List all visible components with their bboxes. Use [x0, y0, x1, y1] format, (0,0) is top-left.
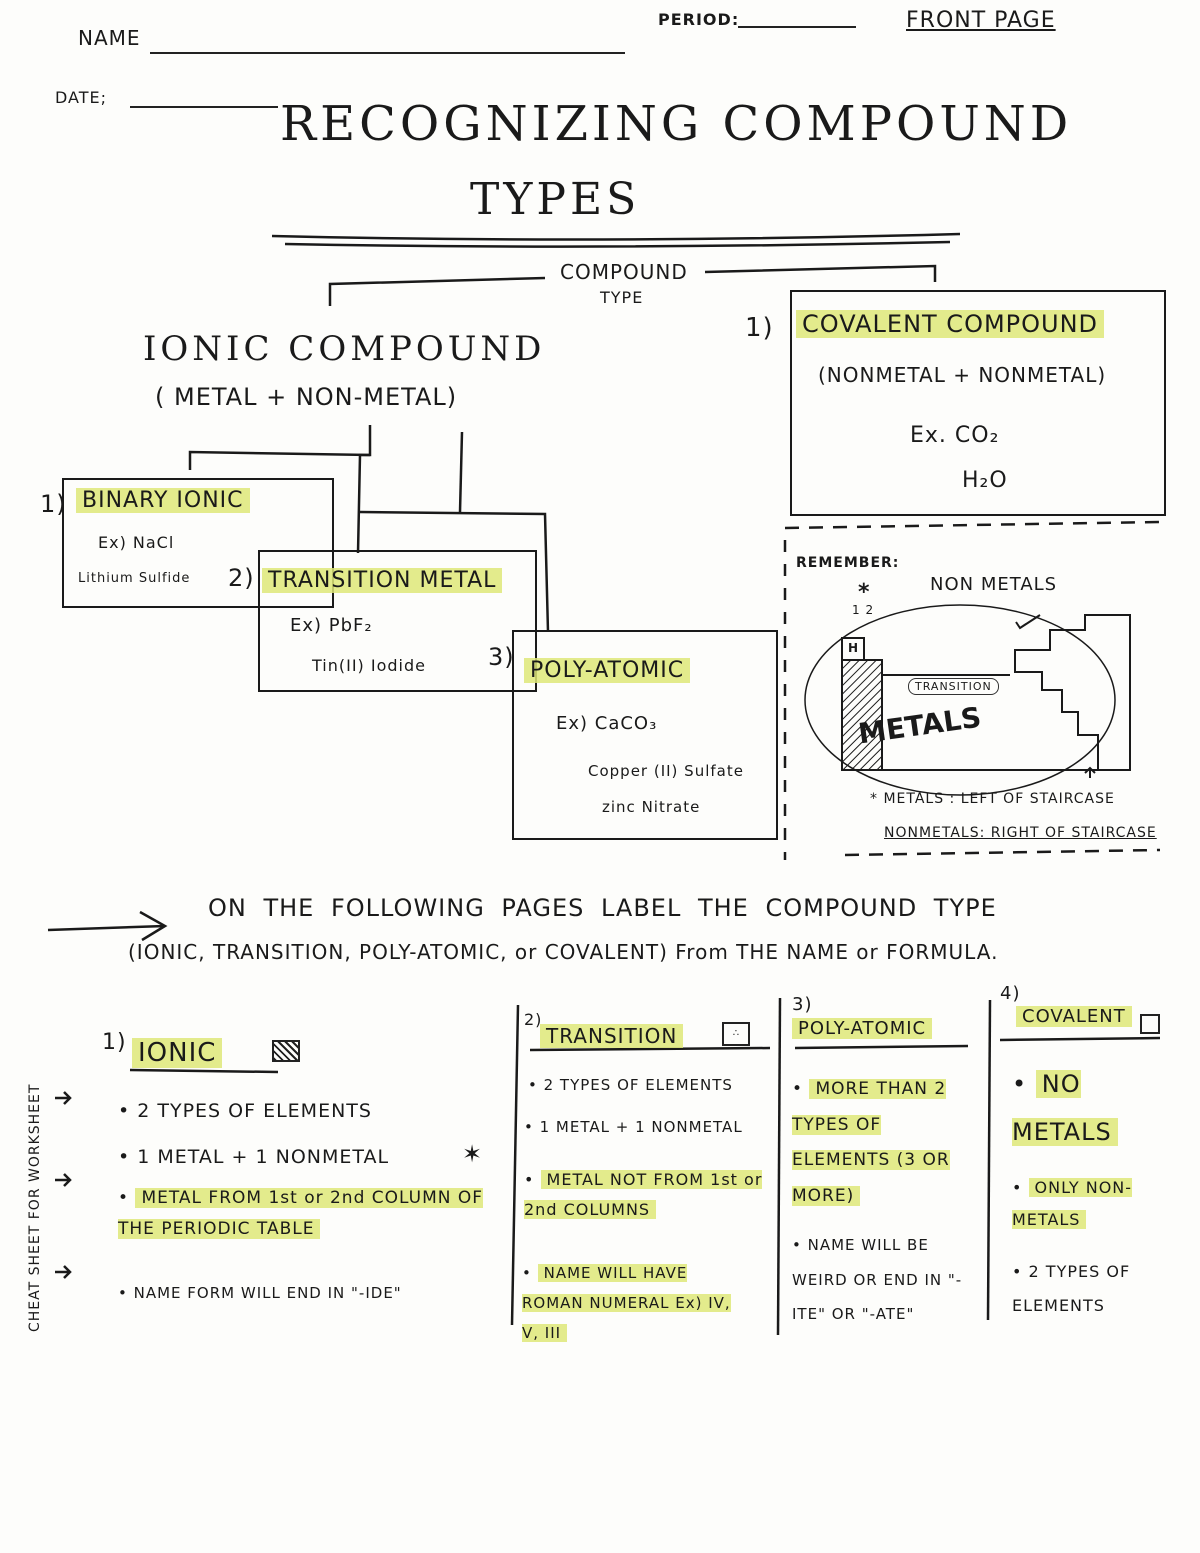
binary-ionic-title: BINARY IONIC — [76, 488, 250, 513]
date-line[interactable] — [130, 106, 278, 108]
compound-type-root: COMPOUND — [560, 260, 688, 284]
col4-title: COVALENT — [1016, 1006, 1132, 1027]
col4-bullet2: • ONLY NON-METALS — [1012, 1178, 1133, 1229]
date-label: DATE; — [55, 88, 108, 107]
ionic-compound-sub: ( METAL + NON-METAL) — [155, 383, 458, 411]
dotted-box-icon: ∴ — [722, 1022, 750, 1046]
instructions-line1: ON THE FOLLOWING PAGES LABEL THE COMPOUN… — [208, 894, 997, 922]
front-page-label: FRONT PAGE — [906, 8, 1056, 33]
hatched-box-icon — [272, 1040, 300, 1062]
col1-bullet3: • METAL FROM 1st or 2nd COLUMN OF THE PE… — [118, 1188, 484, 1239]
col4-bullet3: • 2 TYPES OF ELEMENTS — [1012, 1262, 1131, 1315]
col3-num: 3) — [792, 994, 813, 1015]
col3-title: POLY-ATOMIC — [792, 1018, 933, 1039]
remember-label: REMEMBER: — [796, 555, 900, 571]
transition-ex1: Ex) PbF₂ — [290, 615, 373, 636]
col2-title: TRANSITION — [540, 1024, 684, 1048]
periodic-table-sketch — [804, 604, 1131, 796]
poly-ex1: Ex) CaCO₃ — [556, 713, 658, 734]
col2-bullet4: • NAME WILL HAVE ROMAN NUMERAL Ex) IV, V… — [522, 1264, 731, 1342]
page-title-line2: TYPES — [470, 174, 641, 225]
col1-bullet4: • NAME FORM WILL END IN "-IDE" — [118, 1284, 402, 1302]
poly-num: 3) — [488, 643, 515, 671]
instructions-line2: (IONIC, TRANSITION, POLY-ATOMIC, or COVA… — [128, 940, 999, 964]
empty-box-icon — [1140, 1014, 1160, 1034]
col3-bullet1: • MORE THAN 2 TYPES OF ELEMENTS (3 OR MO… — [792, 1079, 950, 1207]
name-line[interactable] — [150, 52, 625, 54]
col3-bullet2: • NAME WILL BE WEIRD OR END IN "-ITE" OR… — [792, 1236, 963, 1323]
covalent-compound-sub: (NONMETAL + NONMETAL) — [818, 363, 1107, 387]
star-icon: * — [858, 580, 870, 605]
covalent-compound-title: COVALENT COMPOUND — [796, 310, 1105, 338]
poly-ex3: zinc Nitrate — [602, 798, 701, 816]
transition-ex2: Tin(II) Iodide — [312, 656, 426, 675]
name-label: NAME — [78, 26, 141, 50]
binary-num: 1) — [40, 490, 67, 518]
page-title-line1: RECOGNIZING COMPOUND — [280, 96, 1073, 152]
col2-bullet2: • 1 METAL + 1 NONMETAL — [524, 1118, 743, 1136]
binary-ex2: Lithium Sulfide — [78, 571, 191, 586]
remember-note1: * METALS : LEFT OF STAIRCASE — [870, 791, 1115, 807]
period-label: PERIOD: — [658, 10, 740, 29]
covalent-num: 1) — [745, 313, 774, 343]
col1-bullet1: • 2 TYPES OF ELEMENTS — [118, 1100, 372, 1122]
poly-atomic-box — [512, 630, 778, 840]
col2-bullet1: • 2 TYPES OF ELEMENTS — [528, 1076, 733, 1094]
star-icon-col1: ✶ — [462, 1140, 483, 1168]
remember-note2: NONMETALS: RIGHT OF STAIRCASE — [884, 825, 1157, 841]
col1-num: 1) — [102, 1030, 127, 1055]
binary-ionic-box — [62, 478, 334, 608]
ionic-compound-title: IONIC COMPOUND — [143, 329, 546, 369]
compound-type-root-sub: TYPE — [600, 288, 644, 307]
col1-bullet2: • 1 METAL + 1 NONMETAL — [118, 1146, 390, 1168]
transition-num: 2) — [228, 564, 255, 592]
col-numbers: 1 2 — [852, 603, 875, 617]
covalent-compound-box — [790, 290, 1166, 516]
poly-ex2: Copper (II) Sulfate — [588, 762, 744, 780]
covalent-ex1: Ex. CO₂ — [910, 423, 1000, 448]
h-cell: H — [848, 641, 860, 655]
covalent-ex2: H₂O — [962, 468, 1008, 493]
col2-bullet3: • METAL NOT FROM 1st or 2nd COLUMNS — [524, 1170, 763, 1220]
transition-metal-box — [258, 550, 537, 692]
col1-title: IONIC — [132, 1038, 223, 1068]
col4-num: 4) — [1000, 983, 1021, 1004]
binary-ex1: Ex) NaCl — [98, 533, 175, 552]
nonmetals-label: NON METALS — [930, 574, 1058, 595]
cheat-sheet-label: CHEAT SHEET FOR WORKSHEET — [27, 1083, 43, 1332]
period-line[interactable] — [738, 26, 856, 28]
col2-num: 2) — [524, 1010, 543, 1029]
poly-atomic-title: POLY-ATOMIC — [524, 658, 691, 683]
col4-bullet1: • NO METALS — [1012, 1060, 1152, 1156]
transition-label: TRANSITION — [908, 678, 999, 695]
transition-metal-title: TRANSITION METAL — [262, 568, 503, 593]
